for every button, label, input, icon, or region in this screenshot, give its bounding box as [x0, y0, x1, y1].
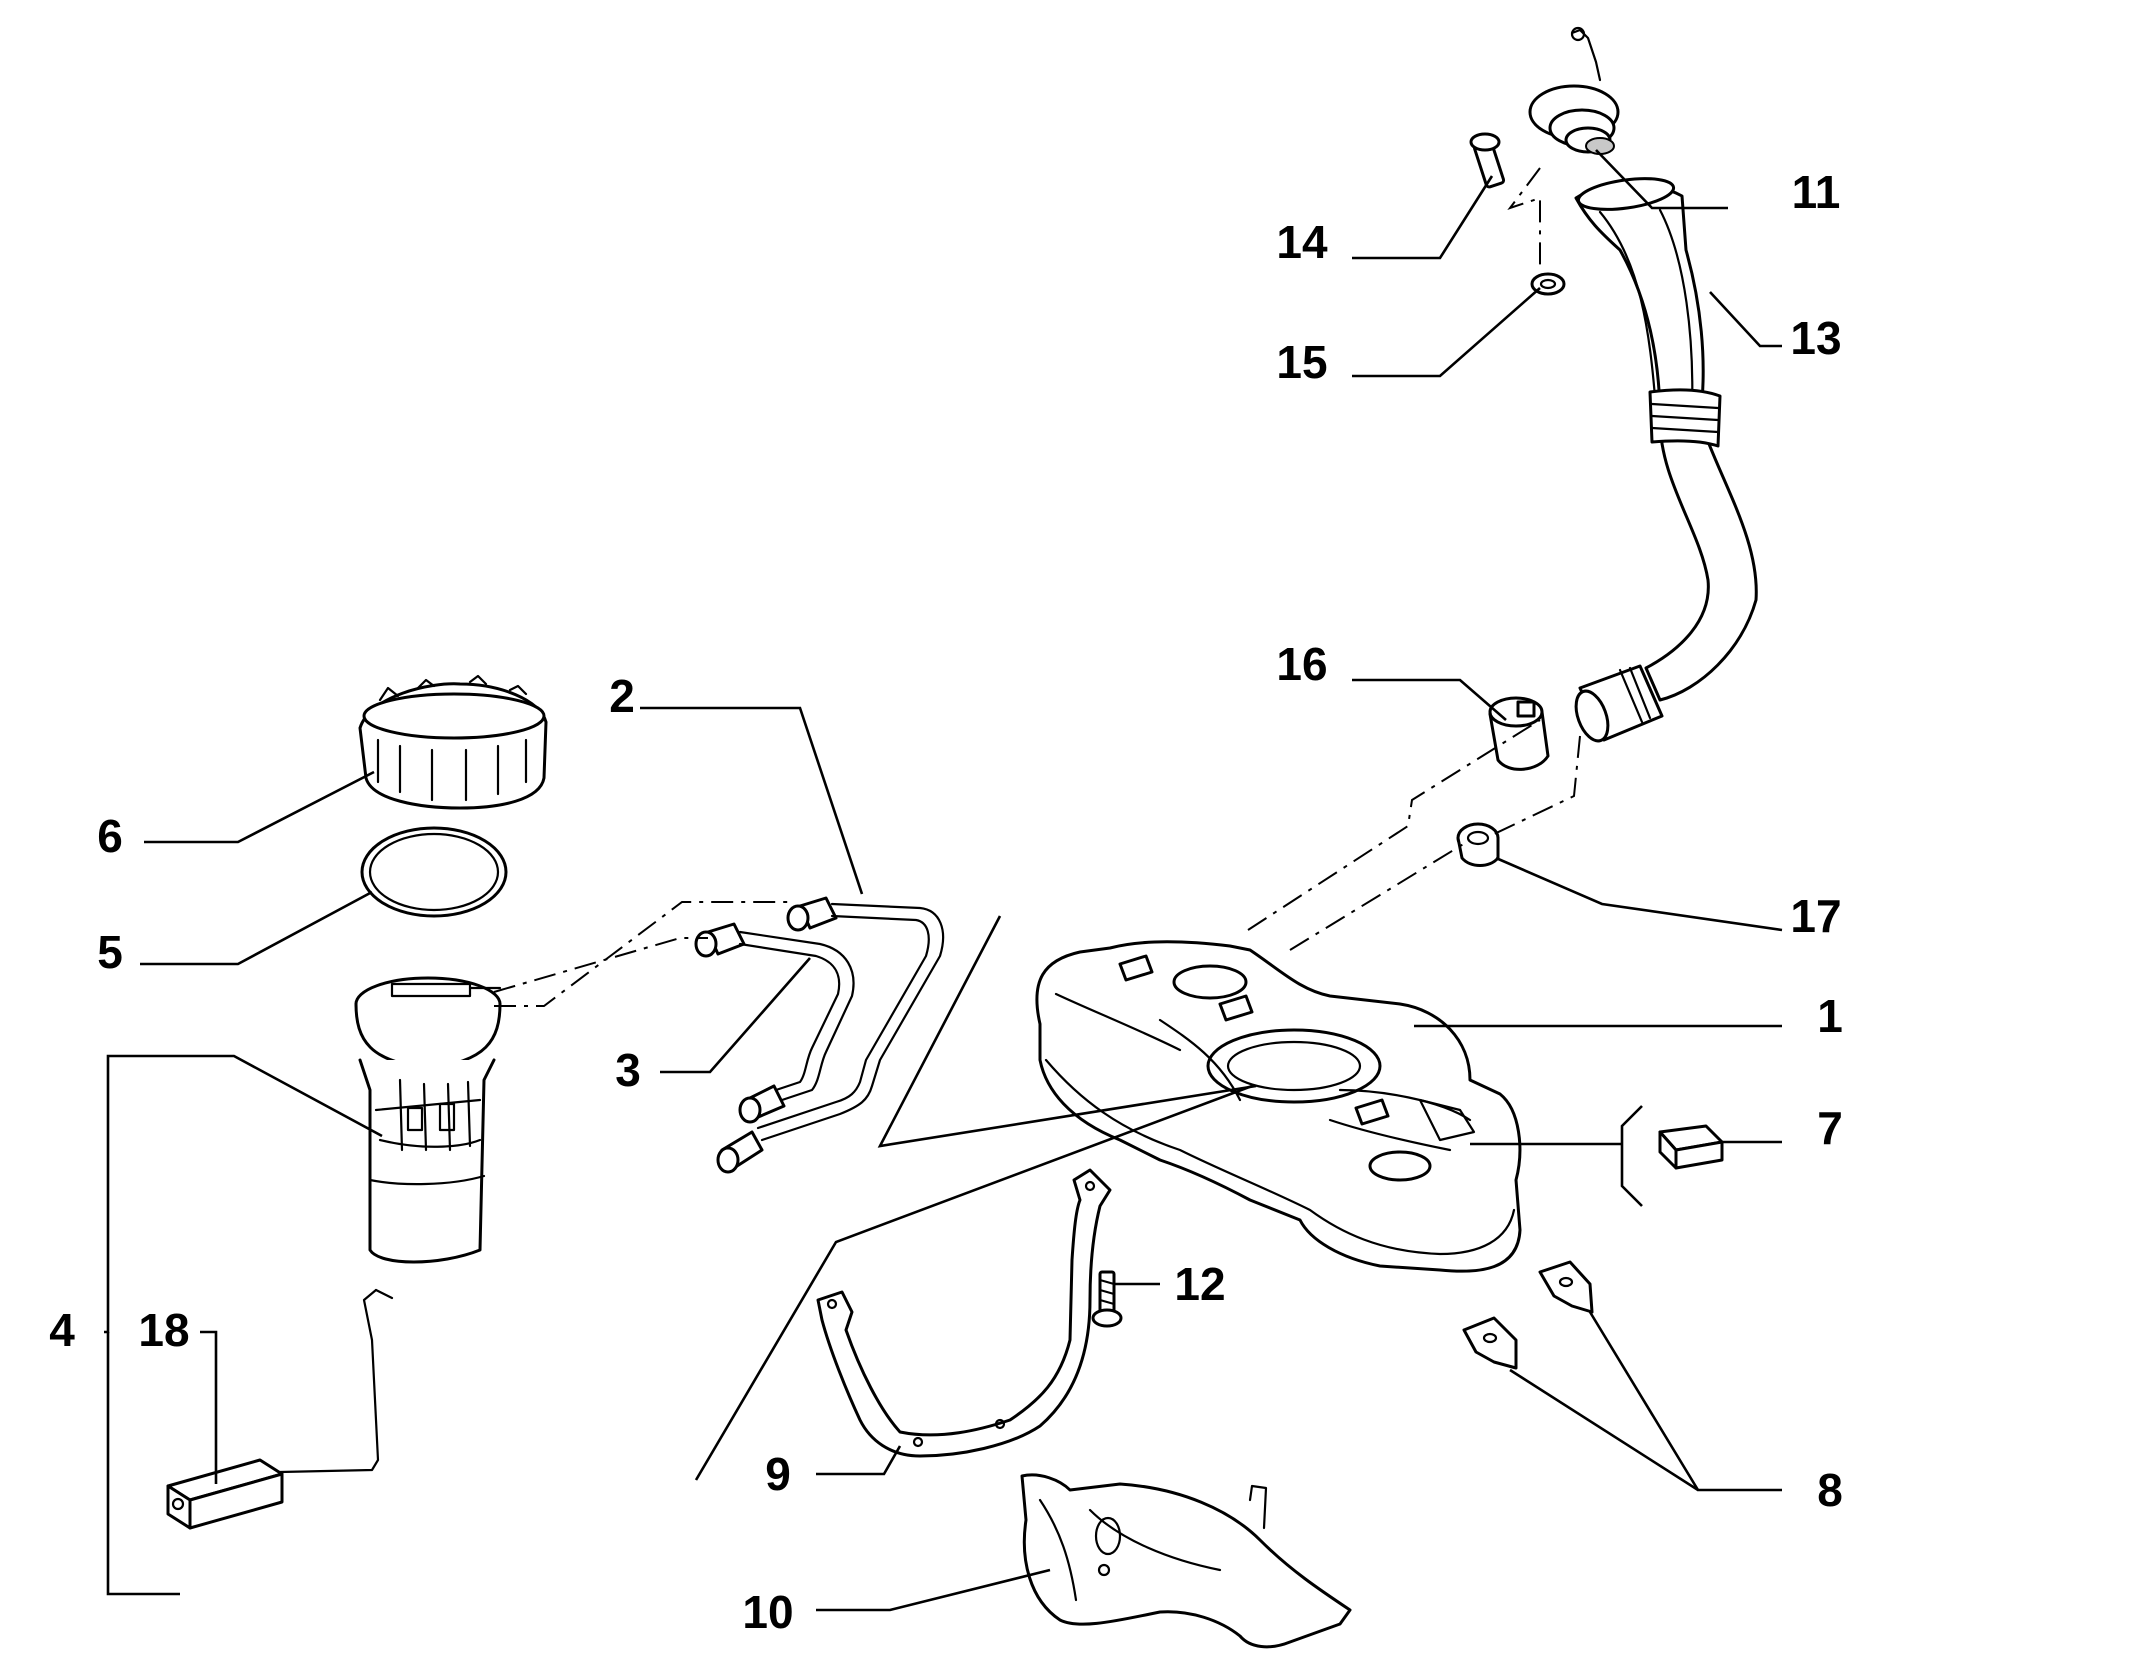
- callout-6: 6: [97, 810, 123, 862]
- callout-17: 17: [1790, 890, 1841, 942]
- part-18-level-sensor: [166, 1288, 394, 1530]
- leader-lines: [104, 149, 1783, 1612]
- part-7-rubber-pad: [1658, 1124, 1724, 1170]
- callout-14: 14: [1276, 216, 1328, 268]
- callout-labels: 11 14 13 15 16 2 6 17 5 1 3 7 12 4 18 9 …: [49, 166, 1843, 1638]
- part-17-grommet: [1456, 822, 1500, 867]
- part-10-heat-shield: [1020, 1473, 1352, 1649]
- callout-16: 16: [1276, 638, 1327, 690]
- callout-3: 3: [615, 1044, 641, 1096]
- part-8-brackets: [1462, 1260, 1594, 1370]
- part-2-fuel-line: [716, 896, 945, 1174]
- callout-1: 1: [1817, 990, 1843, 1042]
- part-4-fuel-pump-module: [354, 976, 502, 1264]
- part-9-tank-strap: [816, 1168, 1112, 1458]
- callout-8: 8: [1817, 1464, 1843, 1516]
- callout-11: 11: [1792, 166, 1841, 218]
- callout-12: 12: [1174, 1258, 1225, 1310]
- callout-15: 15: [1276, 336, 1327, 388]
- part-14-bolt: [1469, 132, 1506, 189]
- part-6-lock-ring: [358, 674, 548, 810]
- part-11-filler-cap: [1528, 26, 1620, 155]
- hidden-lines: [493, 167, 1581, 1007]
- callout-2: 2: [609, 670, 635, 722]
- callout-7: 7: [1817, 1102, 1843, 1154]
- callout-5: 5: [97, 926, 123, 978]
- part-5-seal-ring: [360, 826, 508, 918]
- part-13-filler-neck: [1574, 177, 1758, 743]
- part-3-fuel-line: [694, 922, 855, 1124]
- callout-18: 18: [138, 1304, 189, 1356]
- part-1-fuel-tank: [1035, 940, 1522, 1273]
- callout-13: 13: [1790, 312, 1841, 364]
- callout-9: 9: [765, 1448, 791, 1500]
- callout-4: 4: [49, 1304, 75, 1356]
- callout-10: 10: [742, 1586, 793, 1638]
- part-12-bolt: [1091, 1270, 1123, 1328]
